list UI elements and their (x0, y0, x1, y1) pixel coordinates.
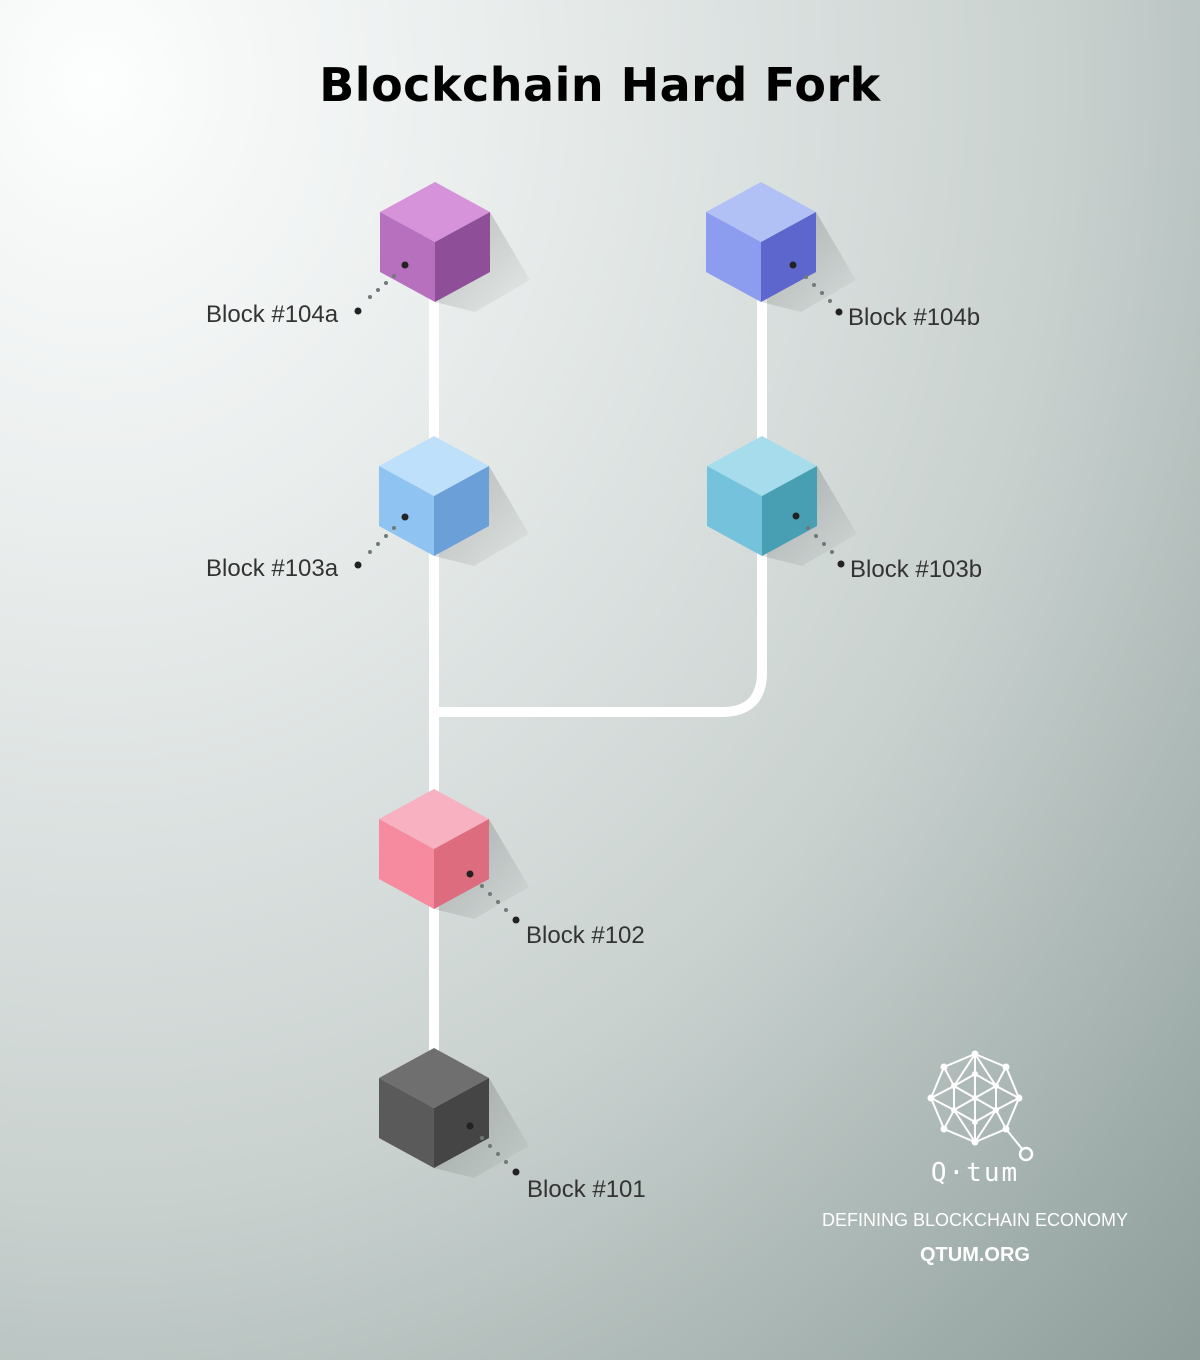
qtum-network-icon (927, 1050, 1034, 1162)
cube-left-face (707, 466, 762, 556)
block-104a-cube (380, 182, 530, 312)
cube-left-face (379, 1078, 434, 1168)
leader-104a (354, 261, 409, 315)
block-101-cube (379, 1048, 529, 1178)
cube-right-face (434, 466, 489, 556)
cube-left-face (379, 466, 434, 556)
fork-branch-line (429, 235, 767, 717)
cube-right-face (762, 466, 817, 556)
leader-103a (354, 513, 409, 569)
block-102-cube (379, 789, 529, 919)
block-label-104b: Block #104b (848, 304, 981, 331)
leader-103b (792, 512, 845, 568)
cube-right-face (435, 212, 490, 302)
block-label-103a: Block #103a (206, 555, 339, 582)
block-label-101: Block #101 (527, 1176, 646, 1203)
cube-right-face (434, 1078, 489, 1168)
chain-lines (429, 235, 767, 1110)
cube-right-face (761, 212, 816, 302)
block-103b-cube (707, 436, 857, 566)
leader-101 (466, 1122, 520, 1176)
qtum-site: QTUM.ORG (920, 1244, 1030, 1266)
leader-102 (466, 870, 520, 924)
qtum-tagline: DEFINING BLOCKCHAIN ECONOMY (821, 1210, 1129, 1230)
block-label-103b: Block #103b (850, 556, 983, 583)
leader-104b (789, 261, 843, 316)
block-label-104a: Block #104a (206, 301, 339, 328)
cube-left-face (706, 212, 761, 302)
block-label-102: Block #102 (526, 922, 645, 949)
cube-left-face (379, 819, 434, 909)
block-104b-cube (706, 182, 856, 312)
qtum-wordmark: Q·tum (930, 1158, 1020, 1188)
block-103a-cube (379, 436, 529, 566)
diagram-title: Blockchain Hard Fork (319, 58, 881, 112)
cube-right-face (434, 819, 489, 909)
cube-left-face (380, 212, 435, 302)
